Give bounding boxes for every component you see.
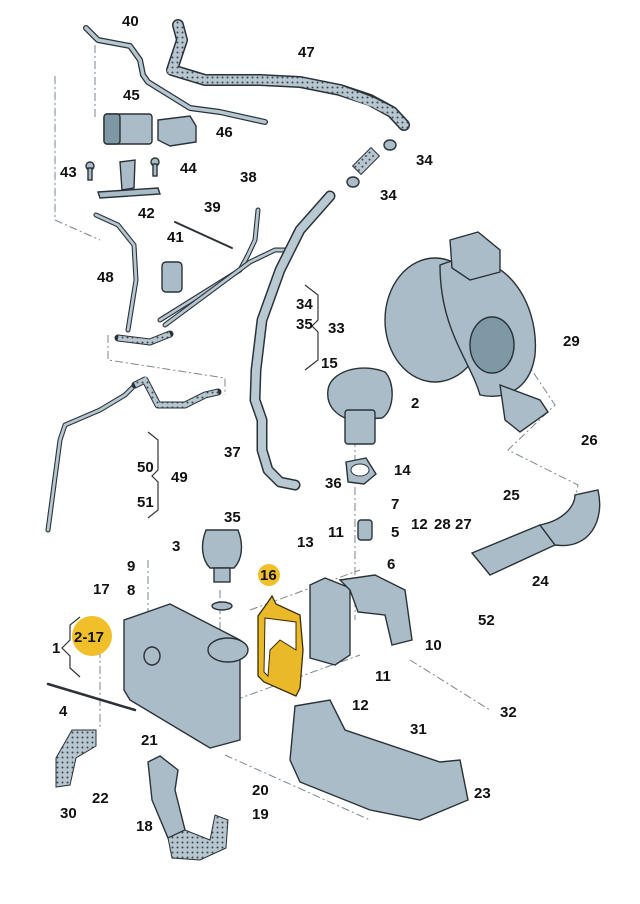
gasket-16-highlighted [257, 594, 304, 697]
label-21[interactable]: 21 [141, 732, 158, 749]
part-45-valve [103, 113, 153, 145]
label-8[interactable]: 8 [127, 582, 135, 599]
label-37[interactable]: 37 [224, 444, 241, 461]
label-1[interactable]: 1 [52, 640, 60, 657]
label-23[interactable]: 23 [474, 785, 491, 802]
label-50[interactable]: 50 [137, 459, 154, 476]
part-42-bracket [97, 159, 161, 199]
label-34-brace[interactable]: 34 [296, 296, 313, 313]
hose-34-section [346, 139, 397, 188]
label-13[interactable]: 13 [297, 534, 314, 551]
brace-49 [147, 431, 159, 519]
label-35-washer[interactable]: 35 [224, 509, 241, 526]
label-24[interactable]: 24 [532, 573, 549, 590]
label-22[interactable]: 22 [92, 790, 109, 807]
label-2[interactable]: 2 [411, 395, 419, 412]
label-41[interactable]: 41 [167, 229, 184, 246]
part-41-valve [161, 261, 183, 293]
label-6[interactable]: 6 [387, 556, 395, 573]
label-27[interactable]: 27 [455, 516, 472, 533]
label-12-bottom[interactable]: 12 [352, 697, 369, 714]
label-3[interactable]: 3 [172, 538, 180, 555]
label-26[interactable]: 26 [581, 432, 598, 449]
label-12-top[interactable]: 12 [411, 516, 428, 533]
label-25[interactable]: 25 [503, 487, 520, 504]
label-44[interactable]: 44 [180, 160, 197, 177]
part-2-actuator [327, 367, 393, 445]
label-18[interactable]: 18 [136, 818, 153, 835]
part-18-pipe [147, 755, 229, 861]
label-39[interactable]: 39 [204, 199, 221, 216]
part-5-sensor [357, 519, 373, 541]
label-51[interactable]: 51 [137, 494, 154, 511]
label-20[interactable]: 20 [252, 782, 269, 799]
part-23-intake-pipe [289, 699, 469, 821]
label-11-top[interactable]: 11 [328, 524, 344, 541]
label-36[interactable]: 36 [325, 475, 342, 492]
label-4[interactable]: 4 [59, 703, 68, 720]
bolts-43-44 [85, 157, 160, 181]
label-11-bottom[interactable]: 11 [375, 668, 391, 685]
part-24-pipe [470, 489, 601, 576]
part-10-egr-housing [309, 574, 413, 666]
vacuum-lines-center [157, 207, 293, 328]
part-29-turbocharger [384, 231, 549, 433]
highlight-circle-2-17 [72, 616, 112, 656]
hose-47 [166, 19, 410, 131]
label-47[interactable]: 47 [298, 44, 315, 61]
label-46[interactable]: 46 [216, 124, 233, 141]
label-5[interactable]: 5 [391, 524, 399, 541]
label-15[interactable]: 15 [321, 355, 338, 372]
label-34-mid[interactable]: 34 [380, 187, 397, 204]
label-17[interactable]: 17 [93, 581, 110, 598]
part-46-connector [157, 115, 197, 147]
label-49[interactable]: 49 [171, 469, 188, 486]
label-16[interactable]: 16 [260, 567, 277, 584]
label-42[interactable]: 42 [138, 205, 155, 222]
hose-49-wire [45, 376, 222, 533]
label-2-17[interactable]: 2-17 [74, 629, 104, 646]
label-9[interactable]: 9 [127, 558, 135, 575]
label-43[interactable]: 43 [60, 164, 77, 181]
label-30[interactable]: 30 [60, 805, 77, 822]
gasket-14 [345, 457, 377, 485]
part-30-hose [55, 729, 97, 788]
part-1-egr-cooler [123, 603, 249, 749]
brace-1 [61, 616, 81, 678]
part-3-vacuum-unit [201, 529, 243, 611]
part-4-rod [46, 682, 137, 712]
label-52[interactable]: 52 [478, 612, 495, 629]
label-48[interactable]: 48 [97, 269, 114, 286]
label-40[interactable]: 40 [122, 13, 139, 30]
label-7[interactable]: 7 [391, 496, 399, 513]
label-19[interactable]: 19 [252, 806, 269, 823]
label-45[interactable]: 45 [123, 87, 140, 104]
label-33[interactable]: 33 [328, 320, 345, 337]
label-32[interactable]: 32 [500, 704, 517, 721]
highlight-circle-16 [258, 564, 280, 586]
part-labels: 40 47 45 46 34 43 44 38 34 42 39 41 48 3… [52, 13, 598, 835]
label-28[interactable]: 28 [434, 516, 451, 533]
label-14[interactable]: 14 [394, 462, 411, 479]
label-35-brace[interactable]: 35 [296, 316, 313, 333]
hose-33 [249, 190, 336, 491]
part-39-bracket [174, 221, 233, 249]
hose-48 [93, 212, 174, 346]
label-38[interactable]: 38 [240, 169, 257, 186]
label-31[interactable]: 31 [410, 721, 427, 738]
label-29[interactable]: 29 [563, 333, 580, 350]
label-34-top[interactable]: 34 [416, 152, 433, 169]
label-10[interactable]: 10 [425, 637, 442, 654]
brace-33 [304, 284, 319, 371]
hose-40 [83, 25, 268, 125]
